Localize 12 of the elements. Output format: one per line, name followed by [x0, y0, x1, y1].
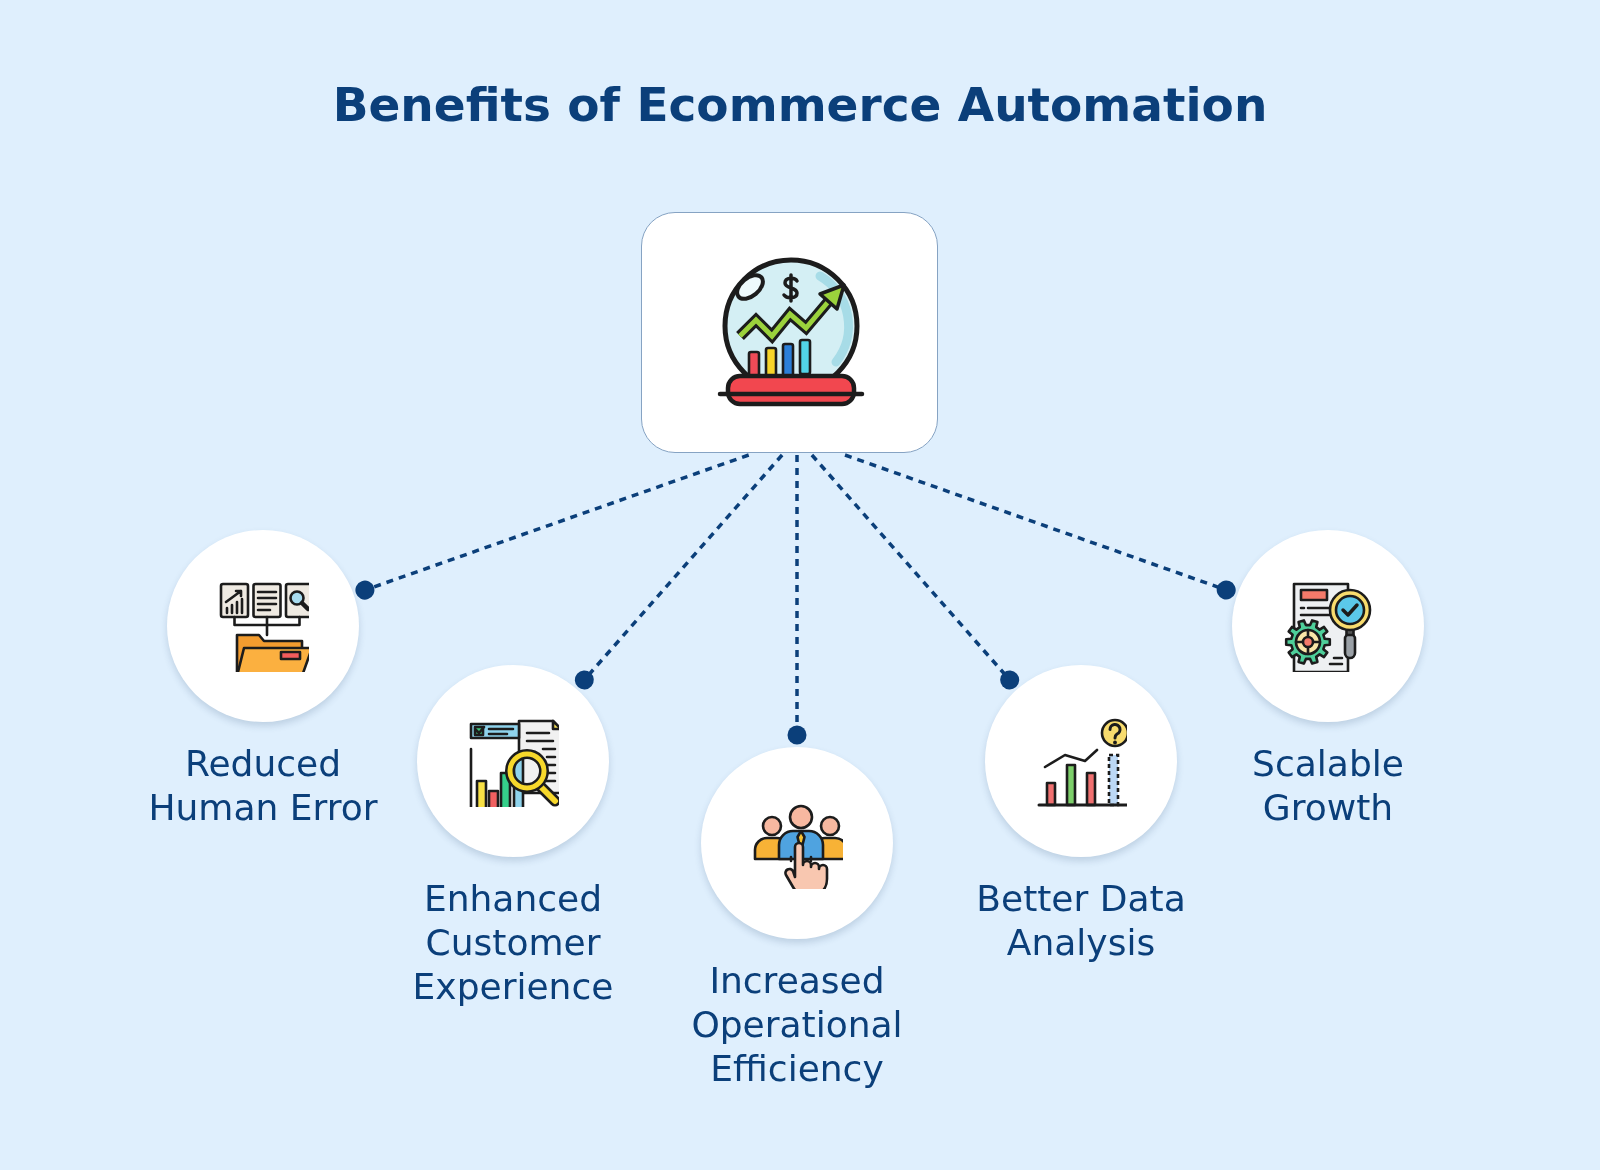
- benefit-label: Reduced Human Error: [147, 742, 379, 830]
- diagram-title: Benefits of Ecommerce Automation: [331, 76, 1269, 134]
- dotted-connector: [844, 453, 1236, 600]
- dotted-connector: [787, 455, 807, 745]
- dotted-connector: [574, 453, 784, 690]
- dotted-connector: [810, 453, 1020, 690]
- benefit-label: Enhanced Customer Experience: [411, 877, 615, 1009]
- benefit-label: Increased Operational Efficiency: [690, 959, 904, 1091]
- benefit-label: Better Data Analysis: [975, 877, 1187, 965]
- icon-card: [641, 212, 938, 453]
- dotted-connector: [355, 453, 750, 600]
- benefit-label: Scalable Growth: [1251, 742, 1405, 830]
